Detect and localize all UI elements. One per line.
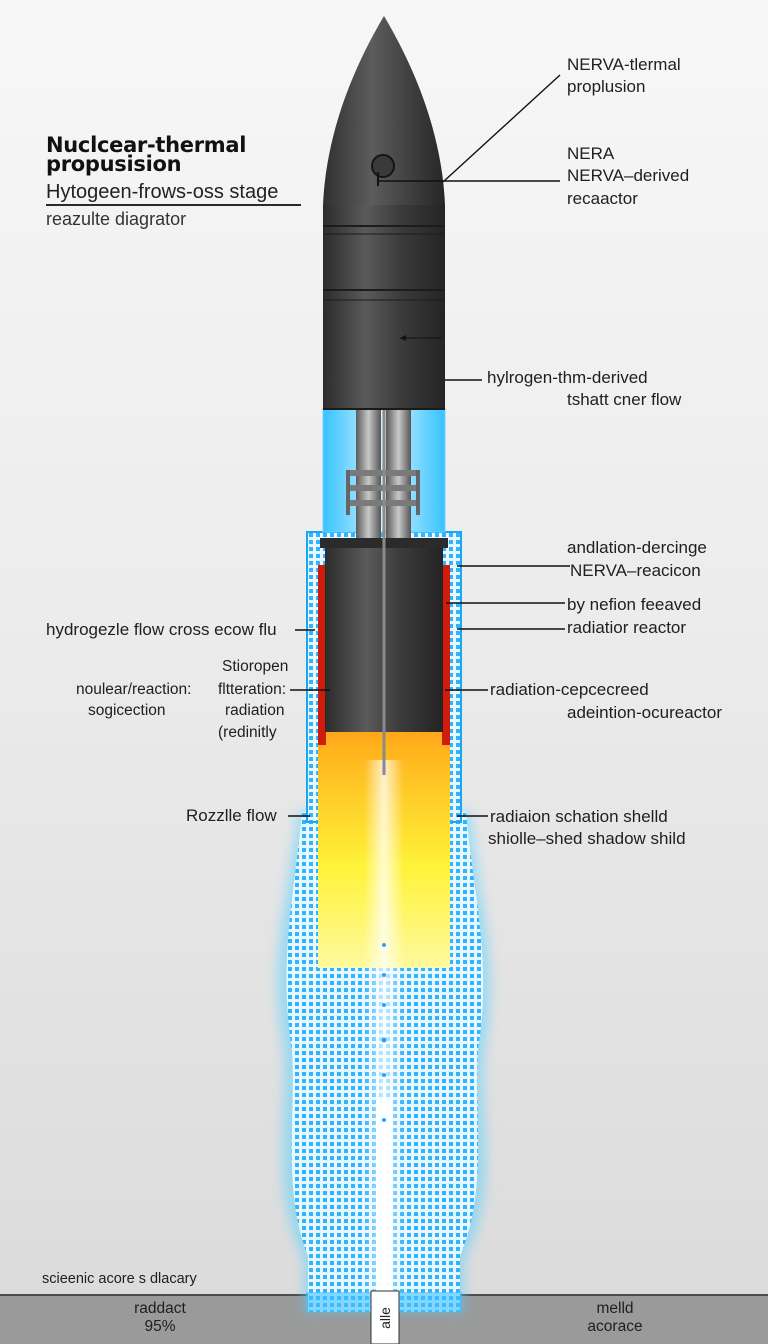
- vertical-tag-text: alle: [376, 1306, 393, 1329]
- label-nozzle-flow: Rozzlle flow: [186, 806, 277, 825]
- label-hydrogen-flow: hydrogezle flow cross ecow flu: [46, 620, 277, 639]
- label-shadow-shield: shiolle–shed shadow shild: [488, 829, 686, 848]
- label-radiation-dercinge: andlation-dercinge: [567, 538, 707, 557]
- label-reactor: recaactor: [567, 189, 638, 208]
- label-nerva-thermal: NERVA-tlermal: [567, 55, 681, 74]
- title-line-2: propusision: [46, 152, 182, 176]
- footer-right-line-1: melld: [596, 1300, 634, 1317]
- label-radiation: radiation: [225, 702, 285, 719]
- label-stioropen: Stioropen: [222, 658, 289, 675]
- vertical-tag: alle: [371, 1291, 399, 1344]
- label-radiation-shield: radiaion schation shelld: [490, 807, 668, 826]
- label-sogicection: sogicection: [88, 702, 166, 719]
- label-radiation-cepcecreed: radiation-cepcecreed: [490, 680, 649, 699]
- label-nuclear-reaction: noulear/reaction:: [76, 681, 192, 698]
- label-adeintion-ocureactor: adeintion-ocureactor: [567, 703, 722, 722]
- footer-left-line-2: 95%: [144, 1318, 176, 1335]
- diagram-caption: reazulte diagrator: [46, 209, 187, 229]
- label-nerva-derived: NERVA–derived: [567, 166, 690, 185]
- label-radiation-reactor: radiatior reactor: [567, 618, 687, 637]
- footer-left-block: raddact 95%: [110, 1298, 210, 1338]
- title-line-1: Nuclcear-thermal: [46, 133, 247, 157]
- label-nerva-reaction: NERVA–reacicon: [570, 561, 701, 580]
- footer-right-block: melld acorace: [565, 1298, 665, 1338]
- label-filteration: fltteration:: [218, 681, 287, 698]
- label-nefion-feeaved: by nefion feeaved: [567, 595, 702, 614]
- label-propulsion: proplusion: [567, 77, 646, 96]
- diagram-title: Nuclcear-thermal propusision: [46, 133, 247, 176]
- footer-left-line-1: raddact: [134, 1300, 186, 1317]
- label-redinitly: (redinitly: [218, 724, 277, 741]
- footer-right-line-2: acorace: [587, 1318, 643, 1335]
- diagram-subtitle: Hytogeen-frows-oss stage: [46, 181, 279, 203]
- label-hydrogen-derived: hylrogen-thm-derived: [487, 368, 648, 387]
- label-shaft-flow: tshatt cner flow: [567, 390, 682, 409]
- label-nera: NERA: [567, 144, 615, 163]
- footer-note: scieenic acore s dlacary: [42, 1271, 197, 1287]
